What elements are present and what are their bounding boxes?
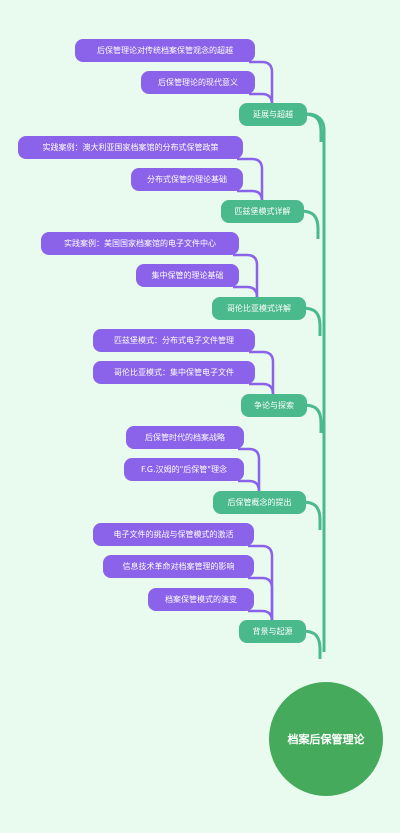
branch-node-background[interactable]: 背景与起源 (239, 620, 306, 643)
leaf-node-post-custodial-strategy[interactable]: 后保管时代的档案战略 (126, 426, 244, 449)
leaf-connector-line (248, 544, 274, 620)
leaf-node-electronic-challenge[interactable]: 电子文件的挑战与保管模式的激活 (93, 523, 254, 546)
leaf-node-pittsburgh-mode[interactable]: 匹兹堡模式：分布式电子文件管理 (93, 329, 255, 352)
branch-node-extension[interactable]: 延展与超越 (239, 103, 307, 126)
branch-node-pittsburgh[interactable]: 匹兹堡模式详解 (221, 200, 304, 223)
leaf-node-ham-concept[interactable]: F.G.汉姆的"后保管"理念 (124, 458, 244, 481)
branch-node-columbia[interactable]: 哥伦比亚模式详解 (212, 297, 306, 320)
root-node[interactable]: 档案后保管理论 (269, 682, 383, 796)
leaf-node-modern-significance[interactable]: 后保管理论的现代意义 (141, 71, 255, 94)
branch-node-debate[interactable]: 争论与探索 (241, 394, 307, 417)
leaf-connector-line (233, 285, 259, 298)
leaf-connector-line (249, 60, 274, 103)
leaf-connector-line (249, 382, 275, 395)
leaf-connector-line (238, 479, 261, 492)
leaf-connector-line (249, 350, 275, 394)
leaf-node-usa-case[interactable]: 实践案例：美国国家档案馆的电子文件中心 (41, 232, 239, 255)
leaf-node-australia-case[interactable]: 实践案例：澳大利亚国家档案馆的分布式保管政策 (18, 136, 243, 159)
leaf-node-distributed-basis[interactable]: 分布式保管的理论基础 (131, 168, 243, 191)
branch-node-concept-origin[interactable]: 后保管概念的提出 (213, 491, 306, 514)
leaf-node-it-revolution[interactable]: 信息技术革命对档案管理的影响 (103, 555, 254, 578)
leaf-connector-line (248, 576, 274, 620)
leaf-connector-line (237, 157, 264, 200)
leaf-node-beyond-traditional[interactable]: 后保管理论对传统档案保管观念的超越 (75, 39, 255, 62)
leaf-connector-line (238, 447, 261, 491)
leaf-node-custody-evolution[interactable]: 档案保管模式的演变 (148, 588, 254, 611)
trunk-line (306, 112, 326, 652)
leaf-node-columbia-mode[interactable]: 哥伦比亚模式：集中保管电子文件 (93, 361, 255, 384)
leaf-node-centralized-basis[interactable]: 集中保管的理论基础 (136, 264, 239, 287)
leaf-connector-line (233, 253, 259, 297)
